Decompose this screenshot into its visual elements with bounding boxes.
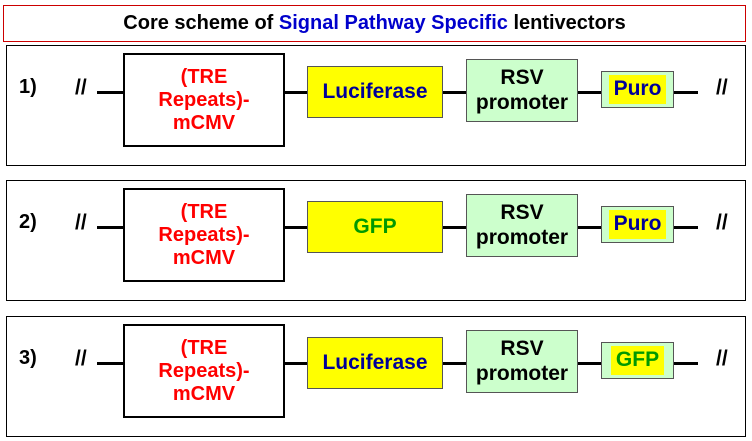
selection-marker-box: GFP (601, 342, 674, 379)
backbone-line (442, 362, 466, 365)
backbone-line (97, 226, 123, 229)
rsv-label-line: RSV (500, 66, 544, 90)
promoter-label-line: mCMV (172, 246, 236, 269)
rsv-label-line: promoter (475, 361, 569, 385)
title-highlight: Signal Pathway Specific (278, 12, 508, 34)
backbone-line (578, 226, 601, 229)
diagram-title: Core scheme of Signal Pathway Specific l… (3, 5, 746, 42)
backbone-line (285, 362, 307, 365)
reporter-gene-label: GFP (353, 214, 397, 238)
right-cut-mark: // (716, 76, 728, 99)
reporter-gene-box: Luciferase (307, 66, 443, 118)
left-cut-mark: // (75, 211, 87, 234)
reporter-gene-label: Luciferase (322, 79, 428, 103)
construct-panel-1 (6, 45, 746, 166)
promoter-label-line: Repeats)- (158, 359, 250, 382)
construct-number: 1) (19, 76, 37, 98)
rsv-label-line: promoter (475, 225, 569, 249)
rsv-label-line: promoter (475, 90, 569, 114)
backbone-line (578, 91, 601, 94)
backbone-line (285, 226, 307, 229)
construct-number: 2) (19, 211, 37, 233)
left-cut-mark: // (75, 347, 87, 370)
selection-marker-box: Puro (601, 206, 674, 243)
construct-panel-3 (6, 316, 746, 437)
construct-panel-2 (6, 180, 746, 301)
left-cut-mark: // (75, 76, 87, 99)
promoter-label-line: mCMV (172, 382, 236, 405)
title-part-1: Core scheme of (123, 12, 274, 34)
rsv-label-line: RSV (500, 201, 544, 225)
right-cut-mark: // (716, 347, 728, 370)
backbone-line (442, 91, 466, 94)
promoter-label-line: mCMV (172, 111, 236, 134)
selection-marker-box: Puro (601, 71, 674, 108)
rsv-label-line: RSV (500, 337, 544, 361)
selection-marker-label: Puro (608, 75, 667, 104)
promoter-label-line: Repeats)- (158, 88, 250, 111)
backbone-line (674, 226, 698, 229)
reporter-gene-box: Luciferase (307, 337, 443, 389)
right-cut-mark: // (716, 211, 728, 234)
backbone-line (578, 362, 601, 365)
promoter-label-line: (TRE (180, 336, 228, 359)
backbone-line (97, 362, 123, 365)
backbone-line (285, 91, 307, 94)
selection-marker-label: GFP (610, 346, 665, 375)
promoter-label-line: Repeats)- (158, 223, 250, 246)
backbone-line (97, 91, 123, 94)
reporter-gene-label: Luciferase (322, 350, 428, 374)
construct-number: 3) (19, 347, 37, 369)
backbone-line (674, 362, 698, 365)
promoter-label-line: (TRE (180, 200, 228, 223)
reporter-gene-box: GFP (307, 201, 443, 253)
promoter-label-line: (TRE (180, 65, 228, 88)
backbone-line (674, 91, 698, 94)
backbone-line (442, 226, 466, 229)
title-part-2: lentivectors (513, 12, 626, 34)
selection-marker-label: Puro (608, 210, 667, 239)
